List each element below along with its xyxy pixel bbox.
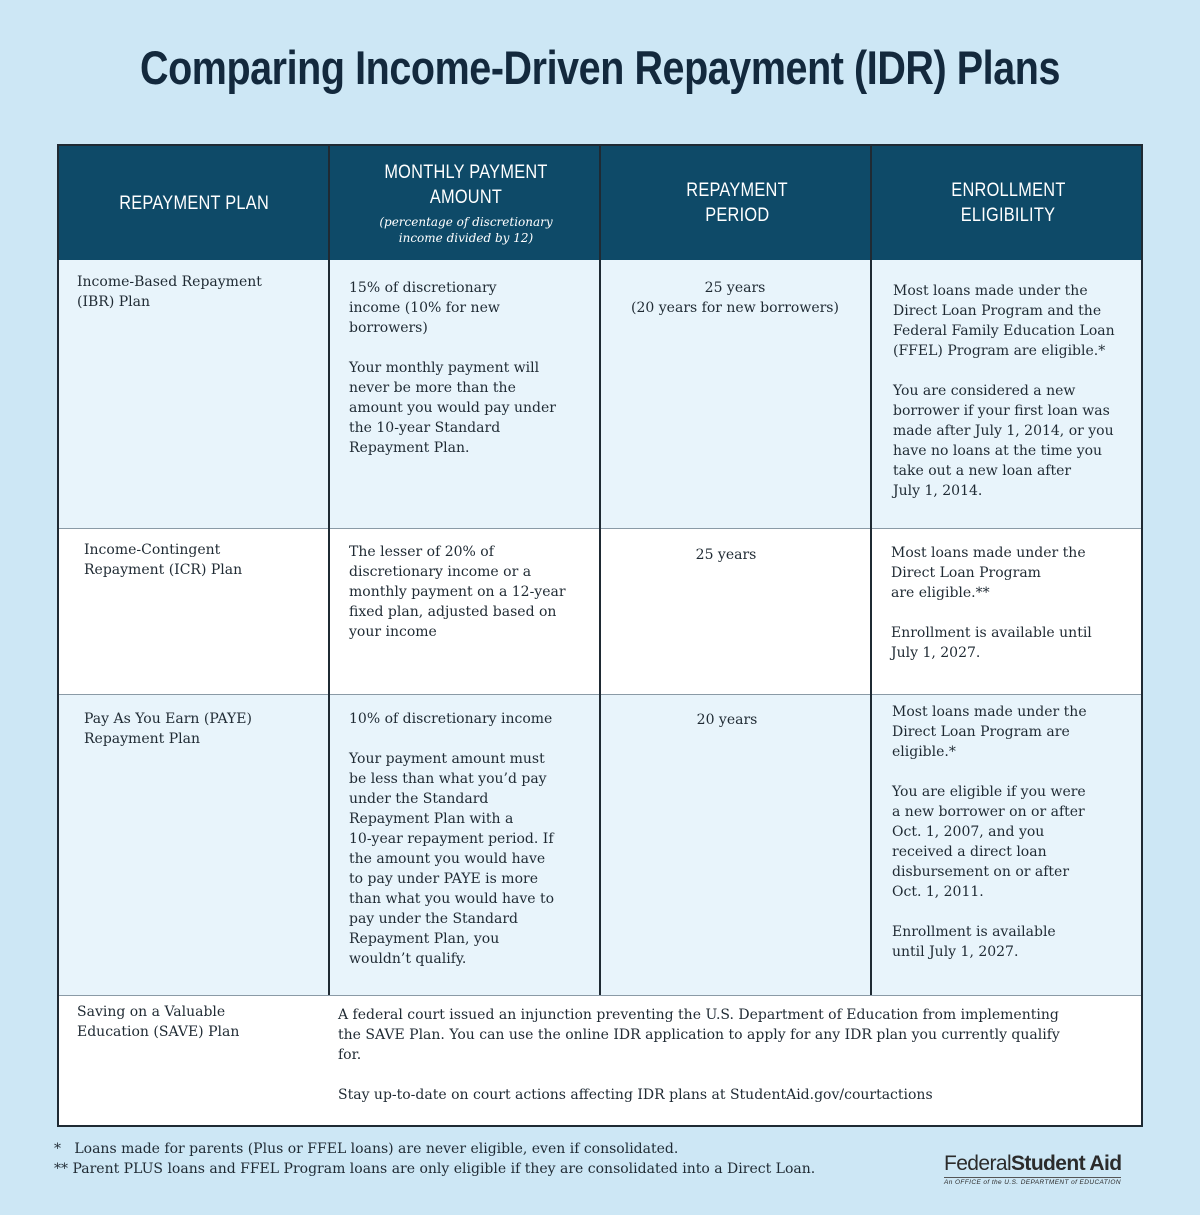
header-enrollment-eligibility-line2: ELIGIBILITY: [960, 205, 1056, 226]
logo-word-federal: Federal: [944, 1152, 1012, 1175]
header-monthly-payment-note: (percentage of discretionary income divi…: [379, 215, 553, 245]
header-repayment-plan: REPAYMENT PLAN: [59, 146, 329, 260]
payment-icr: The lesser of 20% of discretionary incom…: [349, 544, 566, 640]
federal-student-aid-logo: FederalStudent Aid An OFFICE of the U.S.…: [944, 1152, 1122, 1186]
table-row-save: [59, 995, 1141, 1125]
row-divider: [59, 995, 1141, 996]
save-plan-notice: A federal court issued an injunction pre…: [338, 1007, 1060, 1103]
eligibility-icr: Most loans made under the Direct Loan Pr…: [891, 545, 1092, 661]
eligibility-paye: Most loans made under the Direct Loan Pr…: [892, 704, 1087, 960]
plan-name-icr: Income-Contingent Repayment (ICR) Plan: [84, 542, 243, 578]
header-repayment-period: REPAYMENT PERIOD: [602, 146, 872, 260]
page-title: Comparing Income-Driven Repayment (IDR) …: [139, 41, 1061, 94]
payment-ibr: 15% of discretionary income (10% for new…: [349, 280, 556, 456]
period-icr: 25 years: [695, 547, 757, 563]
logo-tagline: An OFFICE of the U.S. DEPARTMENT of EDUC…: [944, 1177, 1122, 1186]
period-ibr: 25 years (20 years for new borrowers): [631, 280, 839, 316]
header-repayment-period-line1: REPAYMENT: [686, 180, 788, 201]
header-enrollment-eligibility: ENROLLMENT ELIGIBILITY: [873, 146, 1143, 260]
header-repayment-plan-label: REPAYMENT PLAN: [119, 192, 269, 214]
plan-name-ibr: Income-Based Repayment (IBR) Plan: [77, 274, 262, 310]
column-divider: [870, 146, 872, 995]
header-enrollment-eligibility-line1: ENROLLMENT: [950, 180, 1066, 201]
payment-paye: 10% of discretionary income Your payment…: [349, 711, 555, 967]
header-monthly-payment-label: MONTHLY PAYMENT AMOUNT: [384, 162, 548, 208]
plan-name-save: Saving on a Valuable Education (SAVE) Pl…: [77, 1004, 240, 1040]
logo-wordmark: FederalStudent Aid: [944, 1152, 1122, 1176]
header-monthly-payment: MONTHLY PAYMENT AMOUNT (percentage of di…: [331, 146, 601, 260]
period-paye: 20 years: [696, 712, 758, 728]
column-divider: [328, 146, 330, 995]
footnote-double-asterisk: ** Parent PLUS loans and FFEL Program lo…: [54, 1161, 816, 1177]
eligibility-ibr: Most loans made under the Direct Loan Pr…: [893, 283, 1115, 499]
column-divider: [599, 146, 601, 995]
logo-word-student-aid: Student Aid: [1011, 1152, 1122, 1175]
header-repayment-period-line2: PERIOD: [704, 205, 770, 226]
plan-name-paye: Pay As You Earn (PAYE) Repayment Plan: [84, 711, 252, 747]
footnote-single-asterisk: * Loans made for parents (Plus or FFEL l…: [54, 1141, 679, 1157]
idr-comparison-table: REPAYMENT PLAN MONTHLY PAYMENT AMOUNT (p…: [57, 144, 1143, 1127]
